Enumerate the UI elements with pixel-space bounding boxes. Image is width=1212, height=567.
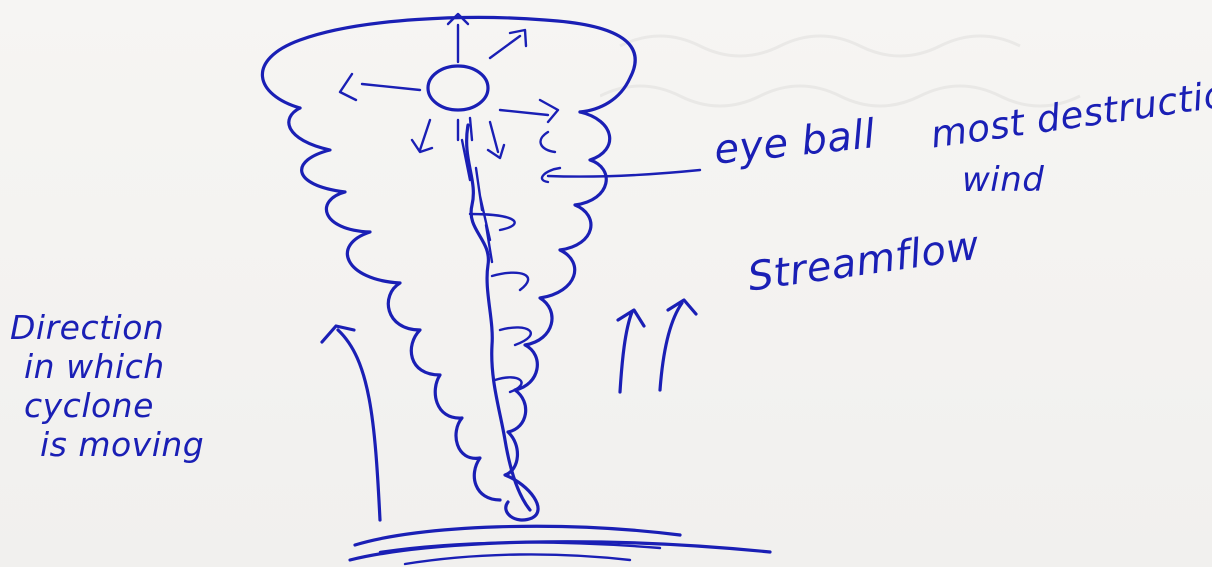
direction-arrow-icon [322, 326, 380, 520]
direction-label-line-1: Direction [10, 308, 204, 347]
eye-ball-icon [428, 66, 488, 110]
cloud-top-outline [262, 17, 635, 112]
outflow-arrows-icon [340, 14, 558, 158]
direction-label-line-3: cyclone [10, 386, 204, 425]
wind-label: wind [962, 160, 1044, 200]
eye-ball-leader-line [548, 170, 700, 177]
direction-label: Direction in which cyclone is moving [10, 308, 204, 464]
funnel-inner-curls [470, 132, 560, 392]
vortex-stem [467, 125, 530, 510]
vortex-stem-hatching [462, 140, 492, 262]
ground-base [350, 526, 770, 564]
streamflow-arrows-icon [618, 300, 696, 392]
direction-label-line-4: is moving [10, 425, 204, 464]
funnel-right-outline [505, 112, 610, 520]
direction-label-line-2: in which [10, 347, 204, 386]
